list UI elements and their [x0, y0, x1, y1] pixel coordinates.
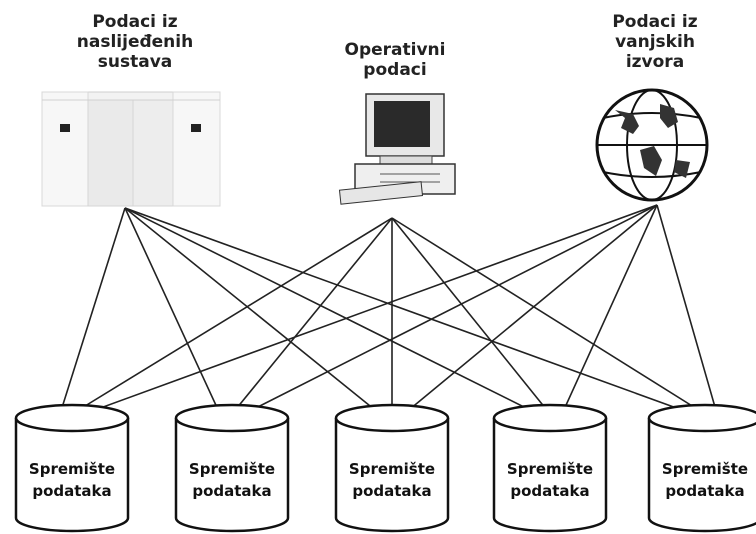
database-cylinder-icon [14, 403, 130, 533]
flow-arrow [391, 217, 551, 415]
data-store-label: Spremište podataka [490, 458, 610, 502]
label-line: vanjskih [615, 32, 695, 52]
store-label-line: Spremište [188, 460, 276, 478]
mainframe-icon [41, 91, 221, 207]
computer-icon [338, 93, 456, 205]
legacy-systems-label: Podaci iz naslijeđenih sustava [50, 12, 220, 72]
label-line: Podaci iz [612, 12, 698, 32]
store-label-line: Spremište [506, 460, 594, 478]
flow-arrow [124, 207, 221, 415]
label-line: Podaci iz [92, 12, 178, 32]
label-line: naslijeđenih [76, 32, 194, 52]
store-label-line: podataka [352, 482, 432, 500]
data-stores [14, 403, 756, 533]
store-label-line: Spremište [348, 460, 436, 478]
database-cylinder-icon [334, 403, 450, 533]
label-line: sustava [97, 52, 173, 72]
external-sources-label: Podaci iz vanjskih izvora [575, 12, 735, 72]
data-store-label: Spremište podataka [332, 458, 452, 502]
flow-arrow [403, 204, 658, 415]
database-cylinder-icon [647, 403, 756, 533]
flow-arrow [58, 207, 126, 415]
flow-arrow [561, 204, 658, 415]
flow-arrow [231, 217, 393, 415]
database-cylinder-icon [492, 403, 608, 533]
store-label-line: podataka [32, 482, 112, 500]
flow-arrow [71, 217, 393, 415]
flow-arrow [124, 207, 381, 415]
data-store-label: Spremište podataka [12, 458, 132, 502]
store-label-line: podataka [510, 482, 590, 500]
globe-icon [595, 88, 709, 202]
flow-arrow [391, 217, 706, 415]
flow-arrow [83, 204, 658, 415]
label-line: izvora [625, 52, 685, 72]
store-label-line: podataka [665, 482, 745, 500]
label-line: podaci [363, 60, 427, 80]
store-label-line: Spremište [28, 460, 116, 478]
database-cylinder-icon [174, 403, 290, 533]
flow-arrow [656, 204, 719, 415]
operational-data-label: Operativni podaci [315, 40, 475, 80]
store-label-line: Spremište [661, 460, 749, 478]
flow-arrow [243, 204, 658, 415]
data-store-label: Spremište podataka [172, 458, 292, 502]
flow-arrow [124, 207, 539, 415]
label-line: Operativni [344, 40, 446, 60]
flow-arrow [124, 207, 694, 415]
connection-arrows [58, 204, 719, 415]
store-label-line: podataka [192, 482, 272, 500]
data-store-label: Spremište podataka [645, 458, 756, 502]
